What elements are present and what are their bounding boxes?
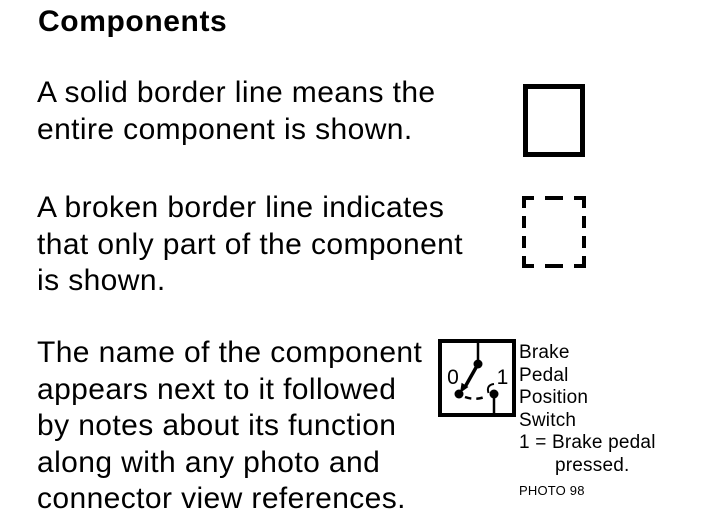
switch-state-1-label: 1 <box>497 366 509 389</box>
solid-border-paragraph: A solid border line means the entire com… <box>37 76 436 146</box>
switch-contact-hook <box>486 383 495 394</box>
page-title: Components <box>38 5 228 38</box>
switch-name-line: Pedal <box>519 364 569 386</box>
switch-note-line-1: 1 = Brake pedal <box>519 432 656 453</box>
switch-name-line: Brake <box>519 342 570 363</box>
switch-border <box>438 339 516 417</box>
switch-lever <box>463 363 480 388</box>
switch-dashed-link <box>464 394 488 400</box>
switch-name-line: Position <box>519 387 589 408</box>
solid-border-symbol <box>523 84 585 157</box>
switch-note-line-2: pressed. <box>555 454 630 476</box>
switch-state-0-label: 0 <box>447 366 459 389</box>
broken-border-paragraph: A broken border line indicates that only… <box>37 191 463 297</box>
broken-border-symbol <box>522 196 586 268</box>
switch-left-contact-dot <box>454 389 464 399</box>
switch-lever-arrowhead <box>460 382 469 393</box>
component-name-paragraph: The name of the component appears next t… <box>37 336 423 515</box>
switch-name-line: Switch <box>519 409 577 431</box>
switch-caption: Brake Pedal Position Switch 1 = Brake pe… <box>519 342 704 499</box>
brake-pedal-switch-icon: 0 1 <box>438 339 516 417</box>
photo-reference: PHOTO 98 <box>519 483 585 498</box>
